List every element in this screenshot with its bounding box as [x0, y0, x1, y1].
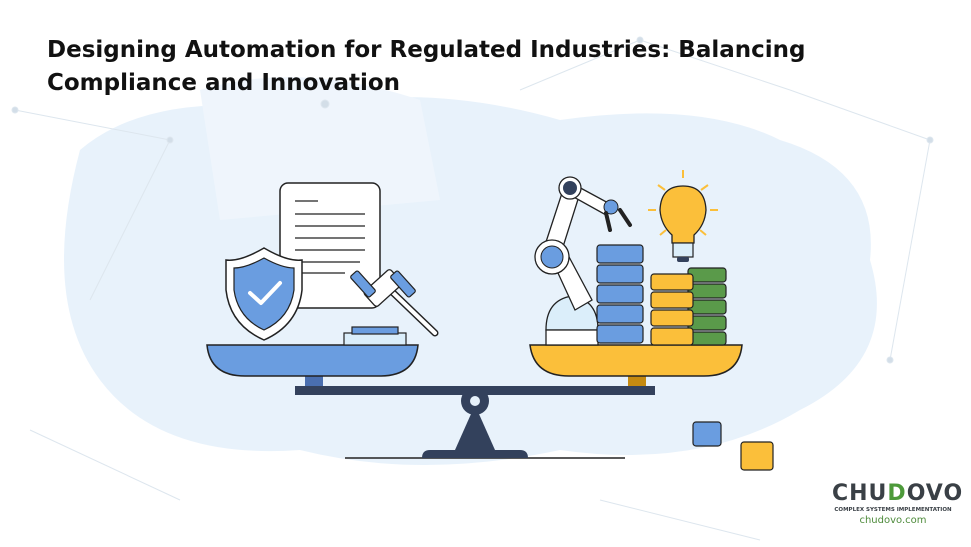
floating-cube-blue [692, 421, 722, 447]
server-stack-green [687, 267, 727, 346]
logo-wordmark: CHUDOVO [832, 481, 964, 506]
balance-scale [206, 344, 743, 459]
logo-url[interactable]: chudovo.com [859, 515, 927, 526]
logo-tagline: COMPLEX SYSTEMS IMPLEMENTATION [834, 507, 952, 513]
shield-check-icon [225, 247, 303, 341]
network-lines [11, 36, 934, 541]
lightbulb-icon [648, 170, 718, 262]
gavel-icon [343, 269, 439, 346]
floating-cube-yellow [740, 441, 774, 471]
server-stack-blue [596, 244, 644, 344]
chudovo-logo[interactable]: CHUDOVO COMPLEX SYSTEMS IMPLEMENTATION c… [832, 481, 964, 528]
page-title: Designing Automation for Regulated Indus… [47, 37, 806, 96]
robot-arm-icon [534, 176, 632, 346]
server-stack-yellow [650, 273, 694, 346]
